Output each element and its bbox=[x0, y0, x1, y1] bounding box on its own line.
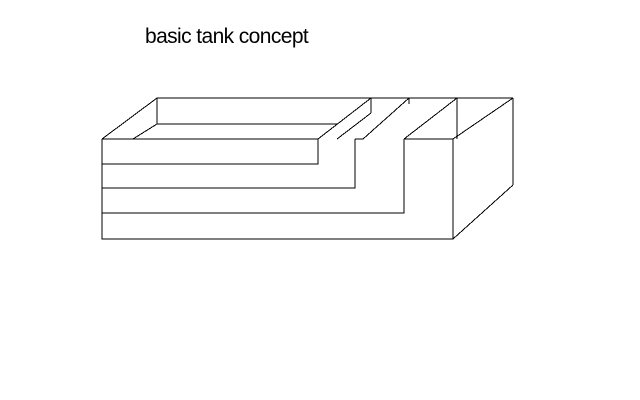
divider-1-inner bbox=[336, 112, 372, 140]
step-level-2 bbox=[102, 139, 356, 189]
front-face-outline bbox=[101, 139, 454, 240]
step-level-3 bbox=[102, 139, 405, 214]
divider-3-top bbox=[403, 97, 458, 140]
right-top-slant bbox=[452, 97, 514, 140]
diagram-title: basic tank concept bbox=[145, 25, 309, 48]
divider-2-top bbox=[362, 97, 410, 140]
divider-1-top bbox=[317, 97, 372, 140]
inner-back-bottom bbox=[132, 123, 158, 140]
step-level-1 bbox=[102, 139, 319, 165]
left-top-slant bbox=[101, 97, 158, 140]
right-bottom-slant bbox=[452, 184, 514, 240]
